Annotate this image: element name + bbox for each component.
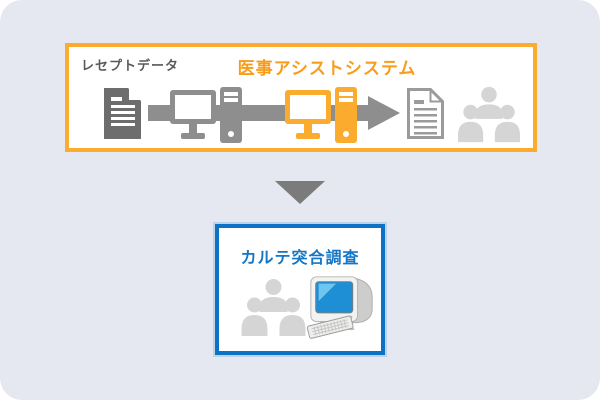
receipt-data-label: レセプトデータ (81, 59, 180, 74)
document-icon (104, 88, 141, 139)
karte-matching-box: カルテ突合調査 (215, 224, 385, 355)
desktop-pc-orange-icon (285, 87, 357, 143)
down-arrow-icon (275, 181, 325, 204)
assist-system-box: レセプトデータ 医事アシストシステム (65, 43, 537, 152)
karte-matching-title: カルテ突合調査 (240, 248, 360, 267)
crt-computer-icon (306, 276, 373, 339)
people-group-icon (241, 279, 306, 336)
people-group-icon (458, 86, 520, 143)
document-outline-icon (407, 88, 444, 139)
desktop-pc-gray-icon (170, 87, 242, 143)
assist-system-title: 医事アシストシステム (237, 59, 417, 79)
